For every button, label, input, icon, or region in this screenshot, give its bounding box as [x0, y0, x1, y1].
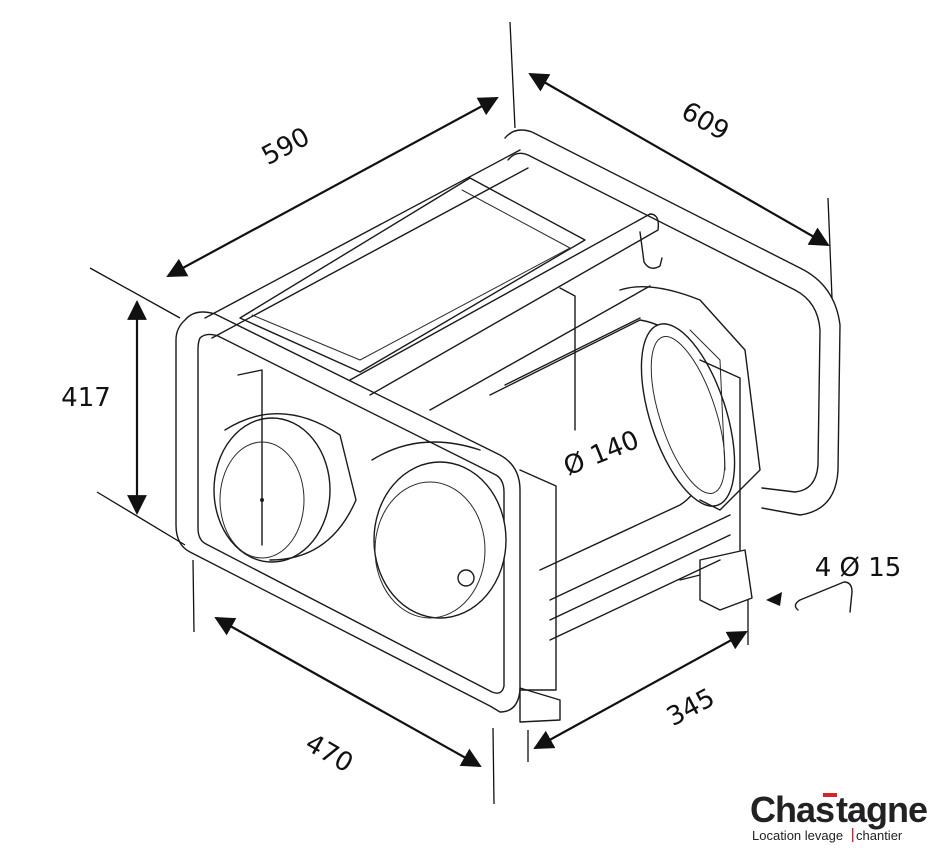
brand-tagline-divider — [852, 828, 854, 842]
dim-line-depth — [528, 73, 830, 246]
winch-frame — [175, 129, 853, 723]
svg-text:Chastagner: Chastagner — [750, 789, 928, 830]
dim-label-holes: 4 Ø 15 — [815, 553, 902, 583]
brand-tagline-part1: Location levage — [752, 828, 843, 843]
dim-line-front-width — [214, 617, 482, 767]
brand-accent-bar — [823, 793, 837, 797]
dim-label-drum-diameter: Ø 140 — [560, 425, 644, 482]
dim-label-depth: 609 — [676, 96, 734, 147]
brand-name-part2: agner — [847, 789, 928, 830]
dim-label-side-depth: 345 — [662, 683, 720, 733]
dim-label-front-width: 470 — [300, 728, 358, 779]
brand-name-part1: Chas — [750, 789, 834, 830]
brand-letter-t: t — [836, 789, 848, 830]
dim-line-length — [166, 97, 499, 277]
dim-label-length: 590 — [257, 122, 315, 172]
dim-line-side-depth — [533, 631, 748, 749]
dim-label-height: 417 — [61, 383, 111, 413]
brand-logo: Chastagner Location levage chantier — [750, 789, 928, 843]
brand-tagline-part2: chantier — [856, 828, 903, 843]
dimension-lines — [89, 21, 833, 805]
hole-arrow — [766, 592, 782, 606]
